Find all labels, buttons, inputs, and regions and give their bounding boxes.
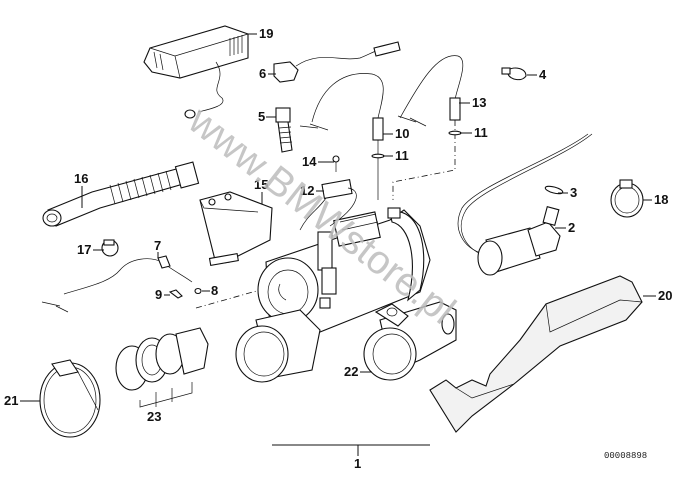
callout-20[interactable]: 21 bbox=[4, 393, 18, 408]
part-cable-plug[interactable] bbox=[273, 41, 401, 83]
callout-1[interactable]: 1 bbox=[354, 456, 361, 471]
part-flame-sensor[interactable] bbox=[392, 55, 464, 200]
part-auxiliary-heater-assembly[interactable] bbox=[235, 207, 431, 383]
callout-19[interactable]: 18 bbox=[654, 192, 668, 207]
callout-5[interactable]: 5 bbox=[258, 109, 265, 124]
part-exhaust-seal-kit[interactable] bbox=[115, 327, 209, 408]
part-hose-clamp[interactable] bbox=[101, 239, 119, 257]
part-control-unit-cover[interactable] bbox=[143, 25, 249, 119]
part-seal-ring[interactable] bbox=[544, 185, 564, 195]
callout-9[interactable]: 9 bbox=[155, 287, 162, 302]
callout-8[interactable]: 8 bbox=[211, 283, 218, 298]
callout-23[interactable]: 23 bbox=[147, 409, 161, 424]
diagram-code: 00008898 bbox=[604, 451, 647, 461]
part-screw[interactable] bbox=[168, 289, 183, 299]
callout-3[interactable]: 3 bbox=[570, 185, 577, 200]
part-cable-clip[interactable] bbox=[501, 67, 527, 81]
callout-6[interactable]: 6 bbox=[259, 66, 266, 81]
callout-14[interactable]: 14 bbox=[302, 154, 317, 169]
callout-13[interactable]: 12 bbox=[300, 183, 314, 198]
callout-labels: 19 6 5 4 13 10 11 11 14 12 15 16 3 18 2 … bbox=[4, 26, 672, 471]
callout-4[interactable]: 4 bbox=[539, 67, 547, 82]
callout-12[interactable]: 13 bbox=[472, 95, 486, 110]
leader-lines bbox=[20, 33, 656, 402]
callout-10[interactable]: 10 bbox=[395, 126, 409, 141]
part-temperature-sensor-lead[interactable] bbox=[41, 255, 193, 313]
part-hose-clamp[interactable] bbox=[610, 179, 644, 218]
callout-11b[interactable]: 11 bbox=[395, 148, 409, 163]
part-hose-clamp[interactable] bbox=[39, 359, 101, 438]
part-glow-plug[interactable] bbox=[299, 73, 384, 200]
callout-15[interactable]: 15 bbox=[254, 177, 268, 192]
callout-16[interactable]: 16 bbox=[74, 171, 88, 186]
part-combustion-air-hose[interactable] bbox=[42, 161, 200, 227]
callout-18[interactable]: 20 bbox=[658, 288, 672, 303]
callout-21[interactable]: 19 bbox=[259, 26, 273, 41]
part-seal[interactable] bbox=[371, 130, 462, 159]
part-fuel-pump[interactable] bbox=[363, 301, 457, 381]
part-water-pump[interactable] bbox=[477, 206, 561, 276]
callout-2[interactable]: 2 bbox=[568, 220, 575, 235]
callout-17[interactable]: 17 bbox=[77, 242, 91, 257]
part-heat-shield[interactable] bbox=[429, 275, 643, 433]
callout-22[interactable]: 22 bbox=[344, 364, 358, 379]
part-washer[interactable] bbox=[194, 287, 202, 295]
part-fuel-pipe-connector[interactable] bbox=[275, 107, 293, 153]
callout-7[interactable]: 7 bbox=[154, 238, 161, 253]
callout-11a[interactable]: 11 bbox=[474, 125, 488, 140]
part-bracket[interactable] bbox=[199, 191, 273, 267]
part-self-tapping-screw[interactable] bbox=[332, 155, 340, 172]
